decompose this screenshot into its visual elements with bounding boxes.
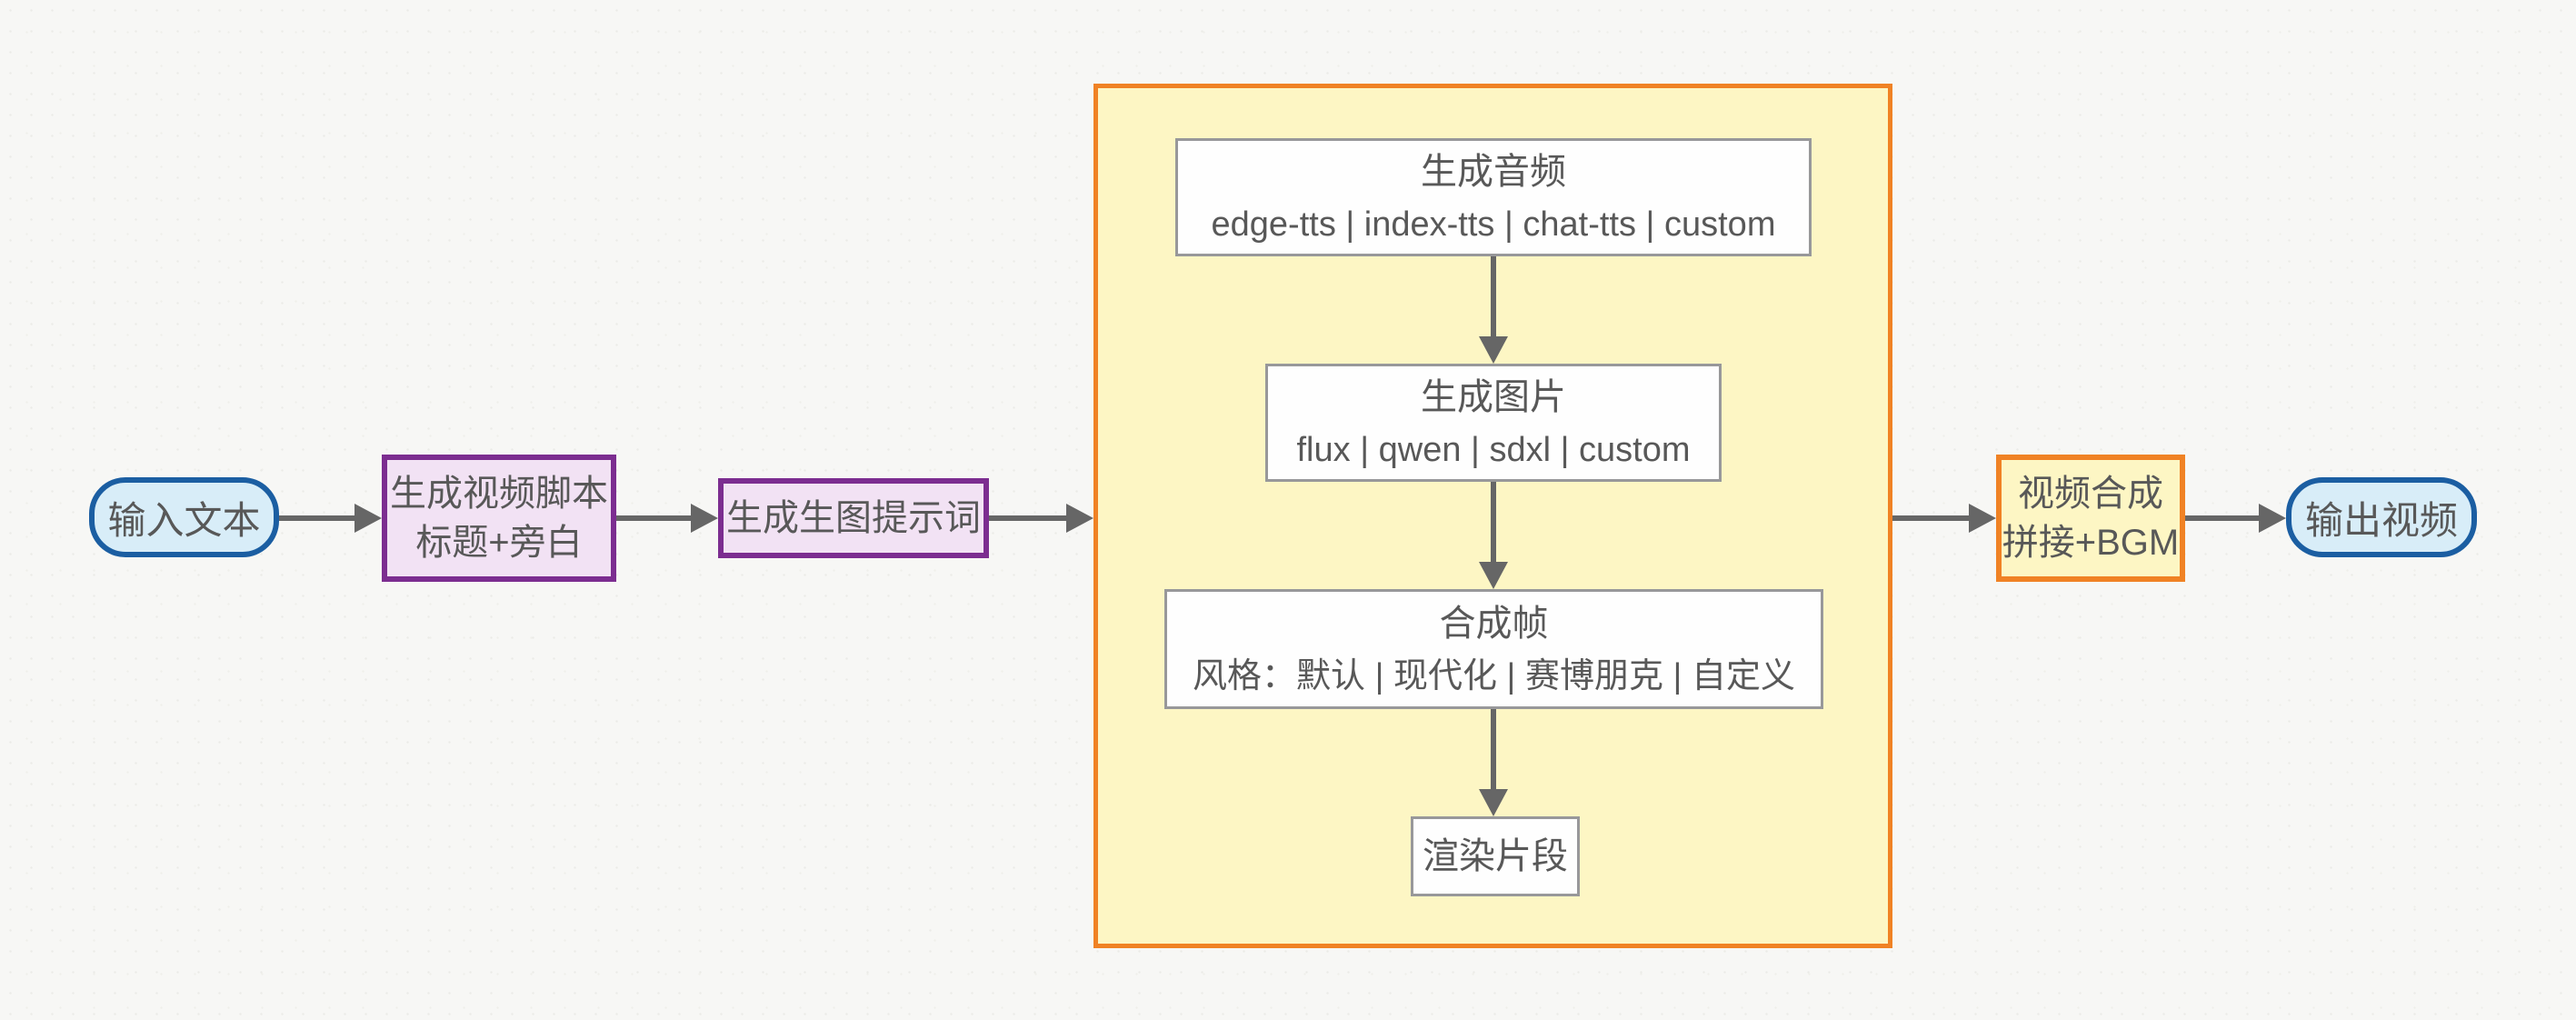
arrow-shaft [279,515,356,521]
node-output-video-label: 输出视频 [2304,498,2458,542]
arrow-prompt-to-group [989,492,1093,545]
node-compose-frame-subtitle: 风格：默认 | 现代化 | 赛博朋克 | 自定义 [1193,656,1795,695]
arrow-shaft [2185,515,2261,521]
arrow-head-icon [354,504,382,533]
arrow-shaft [1491,256,1496,338]
arrow-head-icon [1479,789,1508,816]
arrow-group-to-compose [1892,492,1996,545]
node-generate-image-subtitle: flux | qwen | sdxl | custom [1296,430,1691,469]
node-compose-frame-title: 合成帧 [1439,603,1549,644]
node-generate-audio: 生成音频 edge-tts | index-tts | chat-tts | c… [1175,138,1812,256]
node-video-compose: 视频合成 拼接+BGM [1996,455,2185,582]
node-render-clip: 渲染片段 [1411,816,1580,896]
node-generate-image-title: 生成图片 [1421,376,1566,417]
node-generate-script-line2: 标题+旁白 [415,523,583,563]
node-render-clip-label: 渲染片段 [1423,836,1568,876]
node-generate-script: 生成视频脚本 标题+旁白 [382,455,616,582]
node-video-compose-line1: 视频合成 [2018,474,2163,514]
arrow-head-icon [1479,562,1508,589]
arrow-head-icon [2259,504,2286,533]
arrow-image-to-frame [1467,482,1520,589]
node-generate-script-line1: 生成视频脚本 [390,474,608,514]
node-generate-image-prompt-label: 生成生图提示词 [726,498,981,538]
arrow-script-to-prompt [616,492,718,545]
arrow-compose-to-output [2185,492,2286,545]
node-compose-frame: 合成帧 风格：默认 | 现代化 | 赛博朋克 | 自定义 [1164,589,1823,709]
arrow-head-icon [1479,336,1508,364]
node-input-text: 输入文本 [89,477,279,557]
arrow-shaft [1491,482,1496,564]
node-generate-audio-title: 生成音频 [1421,151,1566,192]
arrow-shaft [1892,515,1971,521]
node-input-text-label: 输入文本 [107,498,261,542]
arrow-shaft [989,515,1068,521]
node-video-compose-line2: 拼接+BGM [2002,523,2180,563]
arrow-input-to-script [279,492,382,545]
node-generate-image-prompt: 生成生图提示词 [718,478,989,558]
arrow-head-icon [1066,504,1093,533]
arrow-head-icon [691,504,718,533]
node-generate-audio-subtitle: edge-tts | index-tts | chat-tts | custom [1211,205,1776,244]
node-output-video: 输出视频 [2286,477,2477,557]
arrow-shaft [616,515,693,521]
arrow-frame-to-render [1467,709,1520,816]
arrow-audio-to-image [1467,256,1520,364]
arrow-shaft [1491,709,1496,791]
node-generate-image: 生成图片 flux | qwen | sdxl | custom [1265,364,1722,482]
arrow-head-icon [1969,504,1996,533]
